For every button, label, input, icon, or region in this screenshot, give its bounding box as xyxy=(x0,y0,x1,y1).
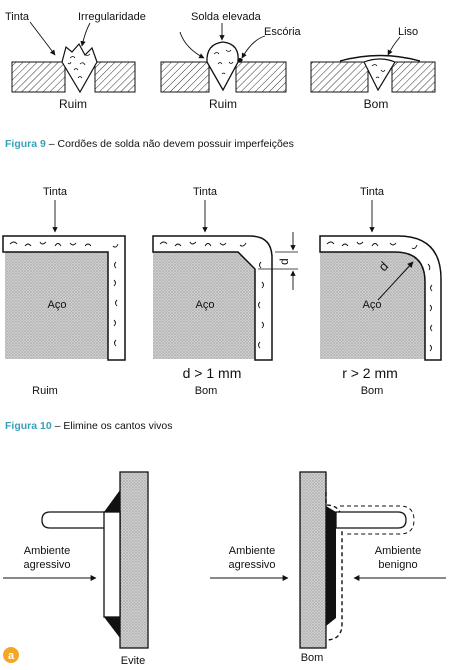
fig11-panel-good: Ambiente agressivo Ambiente benigno Bom xyxy=(210,471,446,664)
steel-plate-right xyxy=(235,61,287,93)
bracket-arm xyxy=(335,511,407,529)
weld-texture xyxy=(213,49,234,75)
pointer-paint xyxy=(29,21,56,56)
coat-texture xyxy=(9,241,119,347)
label-slag: Escória xyxy=(264,26,302,38)
fig9-panel-smooth: Liso Bom xyxy=(310,26,436,111)
env-label: agressivo xyxy=(228,559,275,571)
fig10-panel-sharp: Tinta Aço Ruim xyxy=(2,186,126,397)
smooth-paint-coat xyxy=(339,54,421,62)
verdict-label: Bom xyxy=(364,97,389,111)
steel-plate-left xyxy=(160,61,210,93)
env-label: Ambiente xyxy=(24,545,70,557)
figure-9-caption: Figura 9 – Cordões de solda não devem po… xyxy=(5,138,294,150)
verdict-label: Ruim xyxy=(32,385,58,397)
steel-plate-left xyxy=(11,61,66,93)
coat-texture xyxy=(159,241,264,349)
dimension-symbol: d xyxy=(277,258,291,265)
irregular-weld-bead xyxy=(61,42,98,94)
steel-body xyxy=(320,252,425,359)
radius-arrow xyxy=(377,261,414,301)
rule-label: r > 2 mm xyxy=(342,365,398,381)
figure-10-caption: Figura 10 – Elimine os cantos vivos xyxy=(5,420,173,432)
bracket-plate xyxy=(103,511,121,618)
label-irregularity: Irregularidade xyxy=(78,11,146,23)
fig10-panel-rounded: d Tinta Aço r > 2 mm Bom xyxy=(319,186,442,397)
steel-plate-right xyxy=(94,61,136,93)
raised-weld-bead xyxy=(206,41,239,92)
steel-body xyxy=(5,252,108,359)
verdict-label: Ruim xyxy=(209,97,237,111)
weld-fillet xyxy=(104,617,120,638)
env-label: Ambiente xyxy=(375,545,421,557)
steel-plate-right xyxy=(391,61,436,93)
verdict-label: Bom xyxy=(195,385,218,397)
fig11-panel-avoid: Ambiente agressivo Evite xyxy=(3,471,149,667)
badge: a xyxy=(3,647,19,663)
fig10-panel-chamfer: d Tinta Aço d > 1 mm Bom xyxy=(152,186,298,397)
caption-number: Figura 9 xyxy=(5,138,46,150)
weld-fillet xyxy=(104,490,120,512)
smooth-weld-bead xyxy=(363,58,396,92)
label-steel: Aço xyxy=(48,299,67,311)
weld-texture xyxy=(67,53,91,79)
wall-plate xyxy=(119,471,149,649)
env-label: benigno xyxy=(378,559,417,571)
badge-circle xyxy=(3,647,19,663)
label-paint: Tinta xyxy=(193,186,218,198)
caption-number: Figura 10 xyxy=(5,420,52,432)
caption-text: – Elimine os cantos vivos xyxy=(52,420,173,432)
paint-coat-sharp xyxy=(2,235,126,361)
verdict-label: Bom xyxy=(361,385,384,397)
figure-11: Ambiente agressivo Evite Ambiente agress… xyxy=(3,471,446,667)
label-steel: Aço xyxy=(196,299,215,311)
label-steel: Aço xyxy=(363,299,382,311)
verdict-label: Ruim xyxy=(59,97,87,111)
pointer-slag xyxy=(241,35,266,59)
label-paint: Tinta xyxy=(43,186,68,198)
env-label: Ambiente xyxy=(229,545,275,557)
label-raised-weld: Solda elevada xyxy=(191,11,262,23)
label-smooth: Liso xyxy=(398,26,418,38)
figure-9: Tinta Irregularidade Ruim Solda elevada … xyxy=(5,11,436,150)
fig9-panel-irregular: Tinta Irregularidade Ruim xyxy=(5,11,146,111)
verdict-label: Bom xyxy=(301,652,324,664)
slag-blob xyxy=(237,58,243,63)
weld-texture xyxy=(371,64,386,79)
continuous-weld xyxy=(326,506,336,626)
verdict-label: Evite xyxy=(121,655,145,667)
label-paint: Tinta xyxy=(5,11,30,23)
wall-plate xyxy=(299,471,327,649)
steel-body xyxy=(153,252,255,359)
badge-letter: a xyxy=(8,650,15,662)
steel-plate-left xyxy=(310,61,369,93)
paint-coat-rounded xyxy=(319,235,442,361)
label-paint: Tinta xyxy=(360,186,385,198)
env-label: agressivo xyxy=(23,559,70,571)
fig9-panel-raised: Solda elevada Escória Ruim xyxy=(160,11,302,111)
rule-label: d > 1 mm xyxy=(183,365,242,381)
pointer-irregularity xyxy=(80,22,91,47)
pointer-paint-coat xyxy=(179,31,205,59)
bracket-arm xyxy=(41,511,121,529)
caption-text: – Cordões de solda não devem possuir imp… xyxy=(46,138,294,150)
coat-texture xyxy=(326,241,433,352)
sealed-arm-outline xyxy=(340,505,415,535)
pointer-smooth xyxy=(387,36,401,56)
figure-10: Tinta Aço Ruim d Tinta Aço d > 1 mm Bom xyxy=(2,186,442,432)
